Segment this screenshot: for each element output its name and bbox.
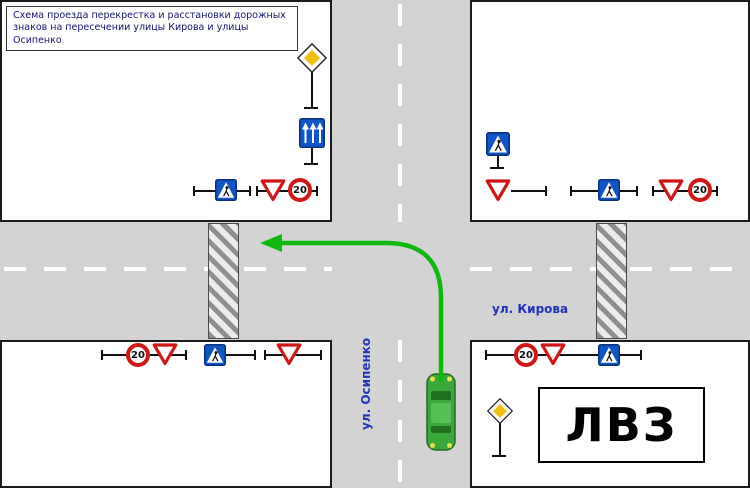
sign-pole	[485, 354, 642, 356]
center-line-horizontal-west	[4, 267, 332, 271]
center-line-vertical-north	[398, 4, 402, 222]
give-way-sign-ne	[485, 178, 511, 202]
speed-limit-value: 20	[519, 349, 533, 361]
give-way-sign-ne-far	[658, 178, 684, 202]
sign-pole-tick	[254, 350, 256, 360]
crosswalk-west	[208, 223, 239, 339]
pedestrian-crossing-sign-sw	[204, 344, 226, 366]
sign-pole	[497, 156, 499, 168]
speed-limit-20-sign-se: 20	[514, 343, 538, 367]
sign-pole-tick	[304, 107, 318, 109]
pedestrian-crossing-sign-se	[598, 344, 620, 366]
sign-pole	[311, 72, 313, 108]
sign-pole-tick	[316, 186, 318, 196]
speed-limit-20-sign-nw: 20	[288, 178, 312, 202]
car	[423, 371, 459, 453]
priority-road-sign-north	[297, 43, 327, 73]
sign-pole	[652, 190, 718, 192]
sign-pole-tick	[304, 163, 318, 165]
lane-directions-sign	[299, 118, 325, 148]
sign-pole-tick	[545, 186, 547, 196]
pedestrian-crossing-sign-nw	[215, 179, 237, 201]
sign-pole	[256, 190, 318, 192]
sign-pole-tick	[249, 186, 251, 196]
street-label-osipenko: ул. Осипенко	[359, 337, 373, 430]
give-way-sign-sw-far	[276, 342, 302, 366]
sign-pole-tick	[492, 455, 506, 457]
sign-pole-tick	[185, 350, 187, 360]
sign-pole	[499, 423, 501, 457]
center-line-vertical-south	[398, 340, 402, 484]
speed-limit-value: 20	[131, 349, 145, 361]
sign-pole-tick	[636, 186, 638, 196]
speed-limit-20-sign-ne: 20	[688, 178, 712, 202]
sign-pole-tick	[320, 350, 322, 360]
speed-limit-value: 20	[293, 184, 307, 196]
building-lvz: ЛВЗ	[538, 387, 705, 463]
sign-pole	[511, 190, 547, 192]
give-way-sign-se	[540, 342, 566, 366]
pedestrian-crossing-sign-ne	[598, 179, 620, 201]
sign-pole-tick	[490, 167, 504, 169]
give-way-sign-nw	[260, 178, 286, 202]
scheme-title: Схема проезда перекрестка и расстановки …	[6, 6, 298, 52]
priority-road-sign-south	[487, 398, 513, 424]
speed-limit-20-sign-sw: 20	[126, 343, 150, 367]
building-label: ЛВЗ	[565, 398, 678, 452]
sign-pole	[311, 148, 313, 164]
sign-pole-tick	[716, 186, 718, 196]
speed-limit-value: 20	[693, 184, 707, 196]
street-label-kirova: ул. Кирова	[492, 302, 569, 316]
sign-pole-tick	[640, 350, 642, 360]
give-way-sign-sw	[152, 342, 178, 366]
crosswalk-east	[596, 223, 627, 339]
pedestrian-crossing-sign-ne-post	[486, 132, 510, 156]
sign-pole	[226, 354, 256, 356]
